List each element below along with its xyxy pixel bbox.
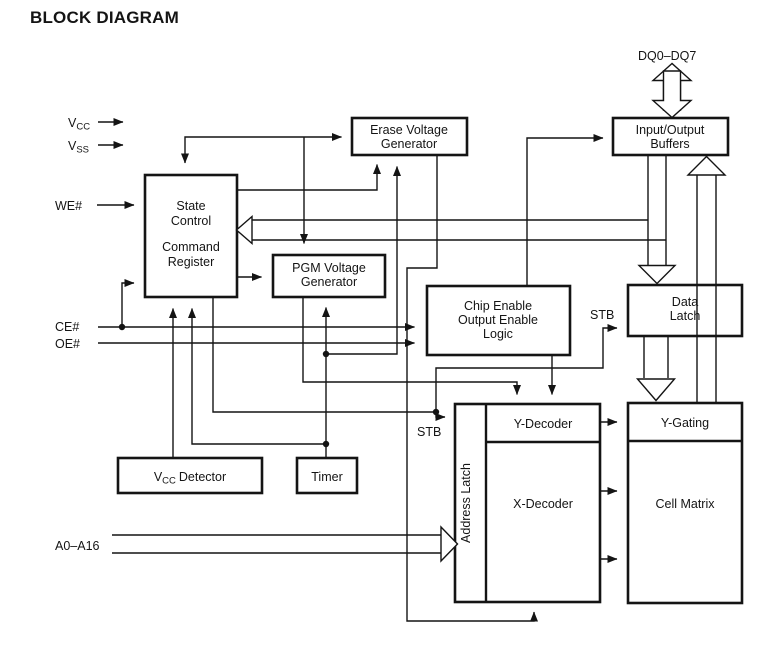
x-decoder-label: X-Decoder <box>513 497 573 511</box>
address-latch-label: Address Latch <box>459 463 473 543</box>
vcc-label: VCC <box>68 116 90 133</box>
block-y-gating-cell-matrix: Y-Gating Cell Matrix <box>626 401 744 605</box>
dq-bus-label: DQ0–DQ7 <box>638 49 696 63</box>
pgm-vgen-label-2: Generator <box>301 275 357 289</box>
state-control-label-4: Register <box>168 255 215 269</box>
block-state-control: State Control Command Register <box>143 173 239 299</box>
block-erase-voltage-generator: Erase Voltage Generator <box>350 116 469 157</box>
pgm-vgen-label-1: PGM Voltage <box>292 261 366 275</box>
cell-matrix-label: Cell Matrix <box>655 497 715 511</box>
vss-label: VSS <box>68 139 89 156</box>
data-bus-data-latch-to-y-gating-arrow <box>635 336 677 402</box>
oe-label: OE# <box>55 337 80 351</box>
ce-oe-logic-label-3: Logic <box>483 327 513 341</box>
timer-line <box>188 166 401 458</box>
data-bus-y-gating-to-io-arrow <box>686 155 727 403</box>
ce-oe-logic-label-2: Output Enable <box>458 313 538 327</box>
address-bus-label: A0–A16 <box>55 539 100 553</box>
erase-vgen-label-1: Erase Voltage <box>370 123 448 137</box>
address-bus-arrow <box>112 525 459 563</box>
stb-address-latch-label: STB <box>417 425 441 439</box>
block-address-latch-decoders: Address Latch Y-Decoder X-Decoder <box>453 402 602 604</box>
io-buffers-label-2: Buffers <box>650 137 689 151</box>
page-title: BLOCK DIAGRAM <box>30 8 179 27</box>
ce-signal-line <box>98 279 415 331</box>
stb-data-latch-label: STB <box>590 308 614 322</box>
data-bus-io-to-data-latch-arrow <box>235 156 677 285</box>
erase-vgen-label-2: Generator <box>381 137 437 151</box>
timer-label: Timer <box>311 470 342 484</box>
ce-label: CE# <box>55 320 79 334</box>
state-control-label-1: State <box>176 199 205 213</box>
io-buffers-label-1: Input/Output <box>636 123 705 137</box>
ce-oe-logic-label-1: Chip Enable <box>464 299 532 313</box>
pgm-to-y-decoder-line <box>302 297 521 395</box>
block-chip-enable-output-enable-logic: Chip Enable Output Enable Logic <box>425 284 572 357</box>
y-decoder-label: Y-Decoder <box>514 417 573 431</box>
block-input-output-buffers: Input/Output Buffers <box>611 116 730 157</box>
data-latch-label-1: Data <box>672 295 698 309</box>
state-control-label-2: Control <box>171 214 211 228</box>
block-pgm-voltage-generator: PGM Voltage Generator <box>271 253 387 299</box>
state-control-label-3: Command <box>162 240 220 254</box>
block-data-latch: Data Latch <box>626 283 744 338</box>
data-latch-label-2: Latch <box>670 309 701 323</box>
dq-bus-bidirectional-arrow <box>651 62 693 119</box>
y-gating-label: Y-Gating <box>661 416 709 430</box>
state-control-to-erase-line <box>237 164 381 191</box>
chip-enable-to-io-buffers-line <box>526 134 604 286</box>
erase-to-x-decoder-line <box>406 155 538 622</box>
block-timer: Timer <box>295 456 359 495</box>
we-label: WE# <box>55 199 82 213</box>
